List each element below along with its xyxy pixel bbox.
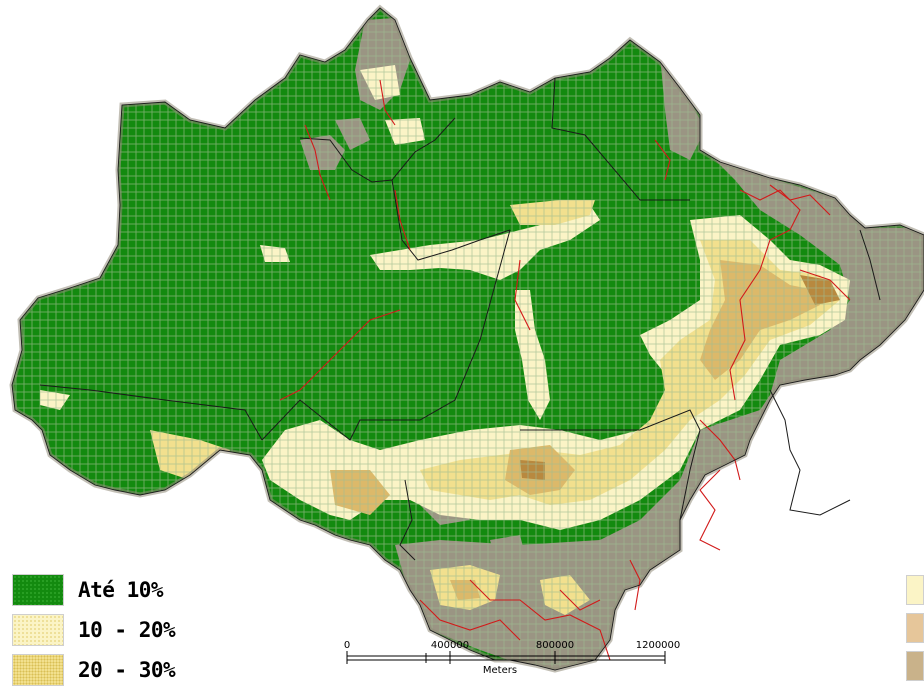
- scale-label: 0: [343, 640, 351, 651]
- legend-swatch-partial: [906, 575, 924, 605]
- legend-item: 20 - 30%: [12, 650, 272, 690]
- legend-label: 10 - 20%: [78, 618, 176, 642]
- legend-label: Até 10%: [78, 578, 164, 602]
- legend-label: 20 - 30%: [78, 658, 176, 682]
- legend-item: 10 - 20%: [12, 610, 272, 650]
- legend-swatch-partial: [906, 613, 924, 643]
- scale-label: 400000: [430, 640, 470, 651]
- scale-bar: 0 400000 800000 1200000 Meters: [340, 640, 690, 678]
- scale-label: 800000: [535, 640, 575, 651]
- legend-item: Até 10%: [12, 570, 272, 610]
- scale-units: Meters: [482, 665, 518, 676]
- legend-swatch-20-30: [12, 654, 64, 686]
- scale-bar-line: [346, 651, 666, 664]
- legend-swatch-10-20: [12, 614, 64, 646]
- scale-label: 1200000: [635, 640, 681, 651]
- roads: [279, 79, 851, 661]
- legend-swatch-partial: [906, 651, 924, 681]
- map-legend: Até 10% 10 - 20% 20 - 30%: [12, 570, 272, 690]
- legend-continuation: [906, 575, 924, 689]
- legend-swatch-upto-10: [12, 574, 64, 606]
